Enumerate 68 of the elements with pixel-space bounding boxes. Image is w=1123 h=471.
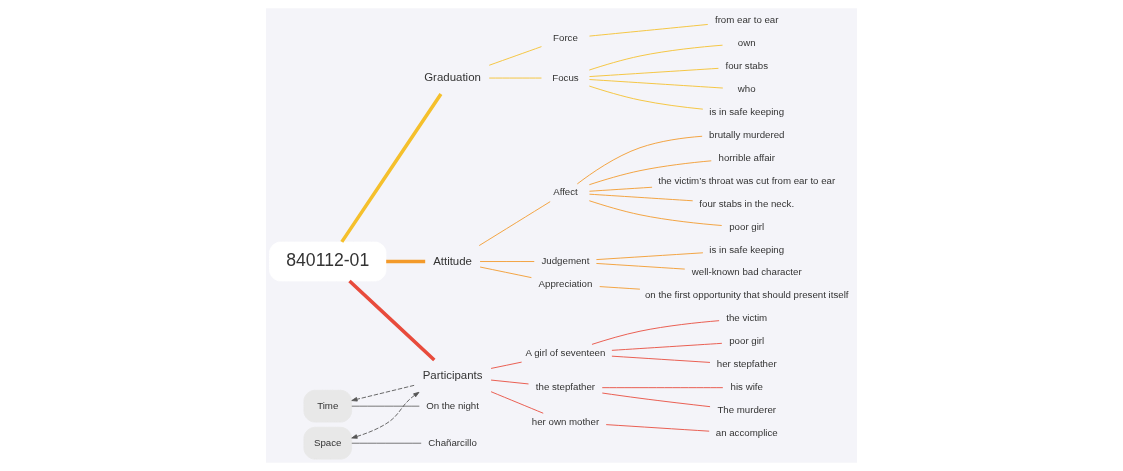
node-text: who [737,82,756,94]
node-text: On the night [426,399,479,411]
connector [490,379,529,385]
node-text: Graduation [424,71,481,84]
connector [599,286,641,290]
node-text: her own mother [531,415,600,427]
node-text: The murderer [717,404,777,416]
connector [588,200,723,226]
arrow [351,384,415,402]
node-text: Chañarcillo [428,436,477,448]
node-text: Appreciation [538,277,593,289]
node-text: from ear to ear [714,14,779,26]
connector [589,186,653,192]
node-text: Force [553,31,578,43]
node-text: the stepfather [535,381,596,393]
node-text: Attitude [433,254,472,267]
node-box: Time [303,389,352,423]
node-text: A girl of seventeen [525,346,606,358]
connector [488,46,542,66]
connector [386,259,426,264]
connector [601,387,724,389]
node-box: 840112-01 [269,241,387,282]
arrow [351,391,420,439]
node-text: Judgement [541,254,590,266]
node-text: the victim [726,312,768,324]
connector [589,67,719,77]
connector [490,391,544,414]
connector [479,261,535,262]
node-text: Affect [553,186,578,198]
node-text: four stabs [725,60,769,72]
node-text: an accomplice [715,427,778,438]
connector [591,320,720,345]
node-text: poor girl [729,335,765,347]
node-box: Space [303,426,352,460]
node-text: her stepfather [716,358,777,370]
connector [589,24,709,37]
connector [576,135,703,185]
connector [595,263,686,270]
connector [351,442,422,444]
connector [589,79,724,89]
node-text: well-known bad character [691,266,802,278]
node-text: is in safe keeping [709,105,785,117]
node-text: on the first opportunity that should present itself [644,289,849,301]
connector [605,424,710,432]
connector [588,160,712,186]
connector [490,361,523,369]
connector [478,201,551,246]
node-text: four stabs in the neck. [699,197,795,209]
connector [479,266,532,279]
node-text: Focus [552,71,579,83]
connector [588,85,704,110]
connector [348,279,436,362]
connector [351,405,420,407]
node-text: is in safe keeping [709,243,785,255]
connector [595,252,704,261]
connector [611,355,711,363]
connector [601,392,711,408]
node-text: poor girl [729,220,765,232]
connector [611,342,723,351]
node-text: his wife [730,381,763,393]
node-text: the victim’s throat was cut from ear to ear [658,174,836,186]
node-text: horrible affair [718,151,775,163]
connector [589,193,694,202]
node-text: own [737,37,756,49]
connector [340,93,443,243]
node-text: brutally murdered [709,128,785,140]
connector [588,44,723,71]
node-text: Participants [422,369,483,382]
